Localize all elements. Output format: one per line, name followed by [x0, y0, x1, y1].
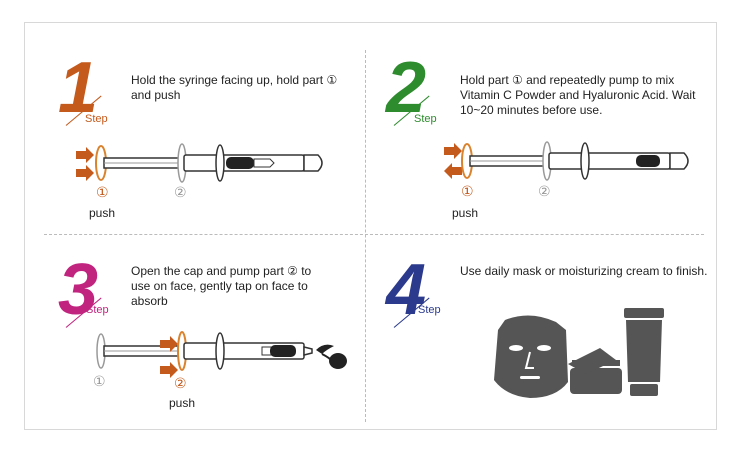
step-2-instruction: Hold part ① and repeatedly pump to mix V…: [460, 73, 696, 117]
step-1-number: 1: [58, 48, 98, 128]
step-4-label: Step: [418, 304, 441, 316]
push-arrow-icon: [160, 336, 178, 352]
step-1-marker-1: ①: [96, 184, 109, 200]
step-3-number: 3: [58, 250, 98, 330]
droplet-icon: [316, 344, 334, 354]
step-3-instruction: Open the cap and pump part ② to use on f…: [131, 264, 312, 308]
droplet-icon: [329, 353, 347, 369]
push-arrow-icon: [76, 165, 94, 181]
step-1-instruction: Hold the syringe facing up, hold part ① …: [131, 73, 338, 102]
step-2-label: Step: [414, 113, 437, 125]
vertical-divider: [365, 50, 366, 422]
step-1-caption: push: [89, 206, 116, 220]
instructions-frame: [24, 22, 717, 430]
cream-tube-icon: [624, 308, 664, 396]
push-arrow-icon: [160, 362, 178, 378]
step-1-label: Step: [85, 113, 108, 125]
step-4-instruction: Use daily mask or moisturizing cream to …: [460, 264, 708, 278]
step-3-marker-1: ①: [93, 373, 106, 389]
step-2-marker-1: ①: [461, 183, 474, 199]
step-2-marker-2: ②: [538, 183, 551, 199]
step-4-number: 4: [386, 250, 426, 330]
step-3-caption: push: [169, 396, 196, 410]
step-3-marker-2: ②: [174, 375, 187, 391]
cream-jar-icon: [568, 348, 622, 394]
face-mask-icon: [494, 315, 568, 398]
step-2-number: 2: [386, 48, 426, 128]
pull-arrow-icon: [444, 163, 462, 179]
horizontal-divider: [44, 234, 704, 235]
step-2-caption: push: [452, 206, 479, 220]
push-arrow-icon: [444, 143, 462, 159]
push-arrow-icon: [76, 147, 94, 163]
step-1-marker-2: ②: [174, 184, 187, 200]
step-3-label: Step: [86, 304, 109, 316]
